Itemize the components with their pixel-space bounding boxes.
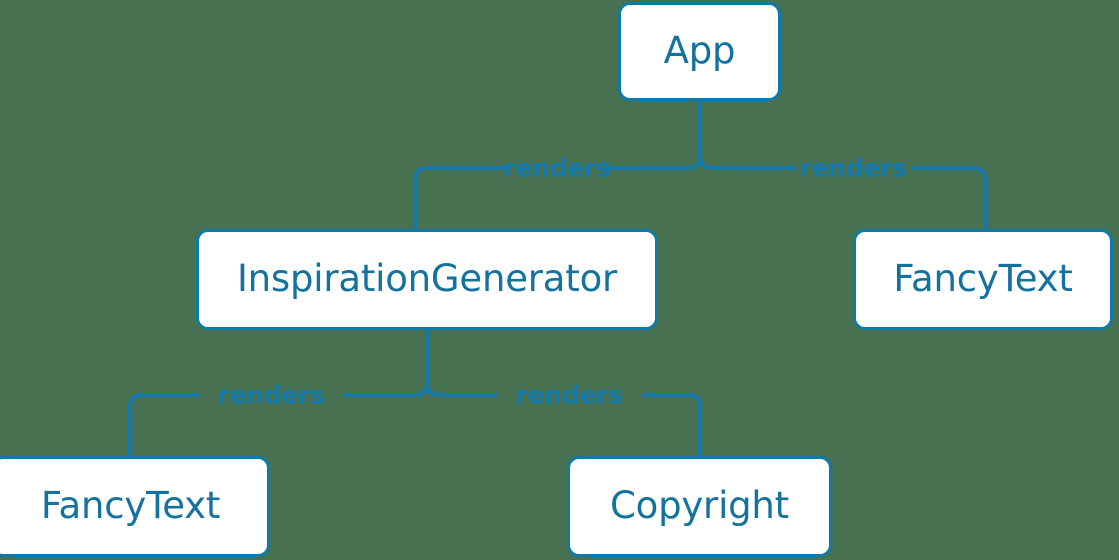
edge-app-to-inspirationgenerator: [413, 166, 688, 229]
node-app-label: App: [663, 29, 736, 72]
edge-app-stem-left: [687, 155, 702, 170]
edge-label-app-to-fancytext: renders: [799, 153, 907, 183]
edge-label-app-to-inspirationgenerator: renders: [503, 153, 611, 183]
node-inspiration-generator-label: InspirationGenerator: [236, 257, 618, 300]
node-fancy-text-bottom-label: FancyText: [40, 484, 221, 527]
node-copyright-label: Copyright: [610, 484, 789, 527]
node-inspiration-generator[interactable]: InspirationGenerator: [196, 229, 658, 330]
node-app[interactable]: App: [618, 2, 781, 101]
node-fancy-text-bottom[interactable]: FancyText: [0, 456, 270, 557]
node-fancy-text-right[interactable]: FancyText: [853, 229, 1113, 330]
node-copyright[interactable]: Copyright: [567, 456, 832, 557]
edge-inspirationgenerator-to-copyright: [439, 393, 702, 456]
edge-app-to-fancytext: [712, 166, 987, 229]
edge-inspirationgenerator-to-fancytext: [128, 393, 415, 456]
edge-label-inspirationgenerator-to-fancytext: renders: [217, 380, 325, 410]
edge-inspirationgenerator-stem-left: [414, 382, 429, 397]
edge-label-inspirationgenerator-to-copyright: renders: [515, 380, 623, 410]
node-fancy-text-right-label: FancyText: [893, 257, 1073, 300]
